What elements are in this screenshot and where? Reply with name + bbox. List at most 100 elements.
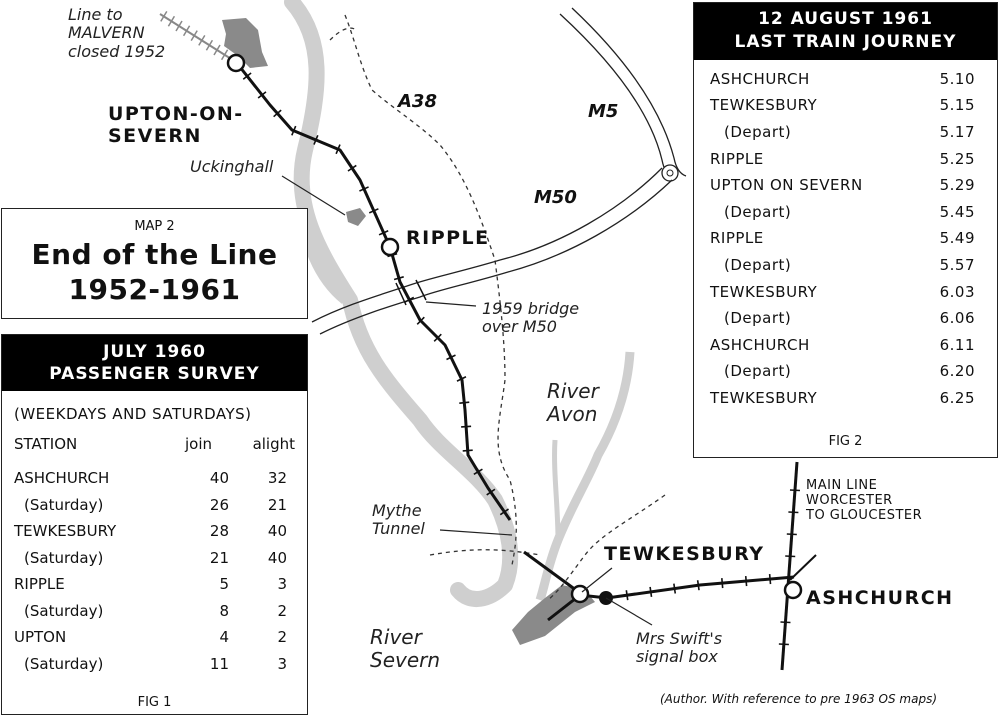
m50-motorway bbox=[311, 167, 663, 323]
main-line-worcester-gloucester bbox=[780, 461, 799, 671]
railway-line bbox=[234, 61, 512, 521]
m5-label: M5 bbox=[588, 101, 619, 122]
bridge-note: 1959 bridge over M50 bbox=[482, 299, 580, 337]
last-train-table: 12 AUGUST 1961 LAST TRAIN JOURNEY ASHCHU… bbox=[693, 2, 998, 458]
tewkesbury-label: TEWKESBURY bbox=[604, 543, 765, 565]
bridge-leader bbox=[425, 301, 477, 307]
minor-road-dashed bbox=[329, 27, 357, 41]
river-severn-label: River Severn bbox=[370, 625, 441, 672]
rail-tick bbox=[456, 376, 467, 382]
survey-header: JULY 1960 PASSENGER SURVEY bbox=[2, 335, 307, 392]
rail-tick bbox=[393, 276, 404, 281]
rail-tick bbox=[404, 296, 415, 303]
rail-tick bbox=[378, 230, 389, 236]
rail-tick bbox=[625, 590, 629, 601]
rail-tick bbox=[788, 511, 799, 514]
rail-tick bbox=[744, 576, 748, 587]
main-line-note: MAIN LINE WORCESTER TO GLOUCESTER bbox=[806, 478, 923, 523]
uckinghall-village bbox=[346, 208, 366, 226]
survey-subheader: (WEEKDAYS AND SATURDAYS) bbox=[14, 405, 252, 424]
m5-motorway bbox=[559, 13, 673, 179]
rail-tick bbox=[785, 555, 796, 558]
rail-tick bbox=[780, 621, 791, 624]
river-severn-shape bbox=[284, 0, 519, 607]
rail-tick bbox=[459, 401, 470, 404]
rail-tick bbox=[473, 468, 483, 476]
rail-tick bbox=[368, 208, 379, 214]
rail-tick bbox=[786, 533, 797, 536]
ashchurch-spur bbox=[789, 554, 817, 581]
journey-row: (Depart)5.45 bbox=[724, 202, 975, 221]
rail-tick bbox=[486, 488, 496, 496]
journey-row: (Depart)5.17 bbox=[724, 123, 975, 142]
map-title: End of the Line bbox=[31, 238, 278, 271]
river-avon-label: River Avon bbox=[547, 379, 599, 426]
disused-rail-tick bbox=[213, 44, 221, 56]
ashchurch-label: ASHCHURCH bbox=[806, 587, 954, 609]
upton-station-marker bbox=[226, 53, 246, 73]
passenger-survey-table: JULY 1960 PASSENGER SURVEY (WEEKDAYS AND… bbox=[1, 334, 308, 715]
ashchurch-station-marker bbox=[783, 580, 803, 600]
rail-tick bbox=[433, 333, 442, 342]
river-avon-branch bbox=[552, 439, 561, 541]
ashchurch-road-dashed bbox=[547, 494, 666, 601]
rail-tick bbox=[789, 489, 801, 492]
disused-rail-tick bbox=[182, 25, 191, 37]
rail-tick bbox=[673, 583, 677, 594]
malvern-disused-line bbox=[159, 13, 237, 63]
rail-tick bbox=[359, 186, 369, 192]
disused-rail-tick bbox=[190, 30, 198, 41]
mythe-road-dashed bbox=[429, 549, 541, 556]
rail-tick bbox=[257, 91, 267, 99]
rail-tick bbox=[347, 164, 357, 172]
rail-tick bbox=[696, 580, 700, 591]
a38-label: A38 bbox=[398, 91, 437, 112]
tewkesbury-spur bbox=[523, 550, 581, 595]
ripple-station-marker bbox=[380, 237, 400, 257]
uckinghall-leader bbox=[281, 175, 346, 216]
signal-box-leader bbox=[605, 597, 653, 626]
disused-rail-tick bbox=[175, 20, 183, 32]
upton-town-area bbox=[222, 18, 268, 68]
map-years: 1952-1961 bbox=[68, 273, 241, 306]
rail-tick bbox=[416, 316, 425, 325]
tewkesbury-leader bbox=[581, 567, 613, 593]
disused-rail-tick bbox=[160, 11, 168, 22]
rail-tick bbox=[721, 578, 724, 589]
rail-tick bbox=[335, 144, 341, 155]
m50-motorway-inner bbox=[319, 179, 673, 335]
rail-tick bbox=[242, 72, 252, 80]
signal-box-note: Mrs Swift's signal box bbox=[636, 629, 723, 667]
rail-tick bbox=[499, 508, 509, 516]
journey-header: 12 AUGUST 1961 LAST TRAIN JOURNEY bbox=[694, 3, 997, 60]
journey-row: (Depart)6.06 bbox=[724, 309, 975, 328]
ripple-label: RIPPLE bbox=[406, 227, 490, 249]
rail-tick bbox=[768, 573, 772, 585]
rail-tick bbox=[291, 125, 297, 136]
journey-row: (Depart)6.20 bbox=[724, 362, 975, 381]
journey-caption: FIG 2 bbox=[828, 434, 863, 449]
rail-tick bbox=[313, 135, 319, 145]
mythe-tunnel-label: Mythe Tunnel bbox=[372, 501, 425, 539]
disused-rail-tick bbox=[167, 15, 176, 27]
malvern-note: Line to MALVERN closed 1952 bbox=[68, 5, 166, 61]
upton-label: UPTON-ON- SEVERN bbox=[108, 103, 244, 147]
rail-tick bbox=[461, 425, 472, 428]
disused-rail-tick bbox=[198, 35, 206, 46]
uckinghall-label: Uckinghall bbox=[190, 157, 274, 176]
